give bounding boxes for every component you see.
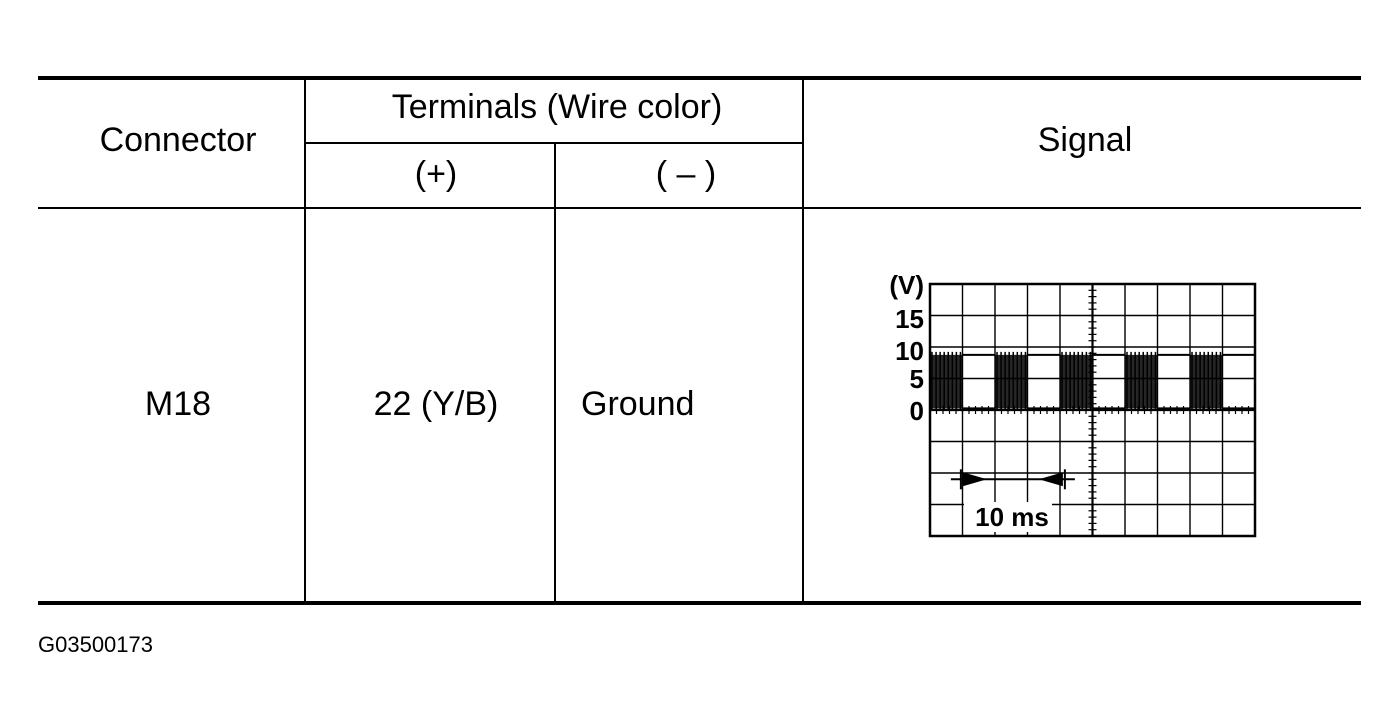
cell-plus-terminal: 22 (Y/B) — [373, 385, 499, 423]
column-divider-connector — [304, 80, 306, 601]
scope-axis-labels: (V) 15 10 5 0 — [889, 270, 924, 426]
figure-code: G03500173 — [38, 632, 153, 657]
signal-burst — [930, 354, 963, 409]
time-scale-label: 10 ms — [975, 502, 1049, 532]
scope-signal-trace — [930, 351, 1255, 411]
header-connector: Connector — [99, 121, 257, 159]
time-arrow-left — [1038, 472, 1063, 487]
scope-time-marker: 10 ms — [950, 469, 1075, 532]
signal-burst — [1125, 354, 1158, 409]
header-minus: ( – ) — [655, 155, 717, 193]
header-terminals: Terminals (Wire color) — [391, 88, 723, 126]
column-divider-plus-minus — [554, 143, 556, 601]
header-signal: Signal — [1037, 121, 1133, 159]
header-plus: (+) — [414, 155, 458, 193]
cell-minus-terminal: Ground — [581, 385, 695, 423]
signal-waveform-scope: (V) 15 10 5 0 10 ms — [889, 270, 1257, 538]
signal-burst — [1060, 354, 1093, 409]
scope-unit-label: (V) — [889, 270, 924, 300]
signal-burst — [995, 354, 1028, 409]
header-bottom-rule — [38, 207, 1361, 209]
y-tick-label: 10 — [895, 336, 924, 366]
cell-connector: M18 — [144, 385, 212, 423]
y-tick-label: 15 — [895, 304, 924, 334]
y-tick-label: 0 — [910, 396, 924, 426]
signal-burst — [1190, 354, 1223, 409]
table-bottom-rule — [38, 601, 1361, 605]
time-arrow-right — [962, 472, 987, 487]
column-divider-signal — [802, 80, 804, 601]
scope-grid — [928, 282, 1257, 538]
table-top-rule — [38, 76, 1361, 80]
y-tick-label: 5 — [910, 364, 924, 394]
time-label-backdrop — [964, 502, 1052, 532]
